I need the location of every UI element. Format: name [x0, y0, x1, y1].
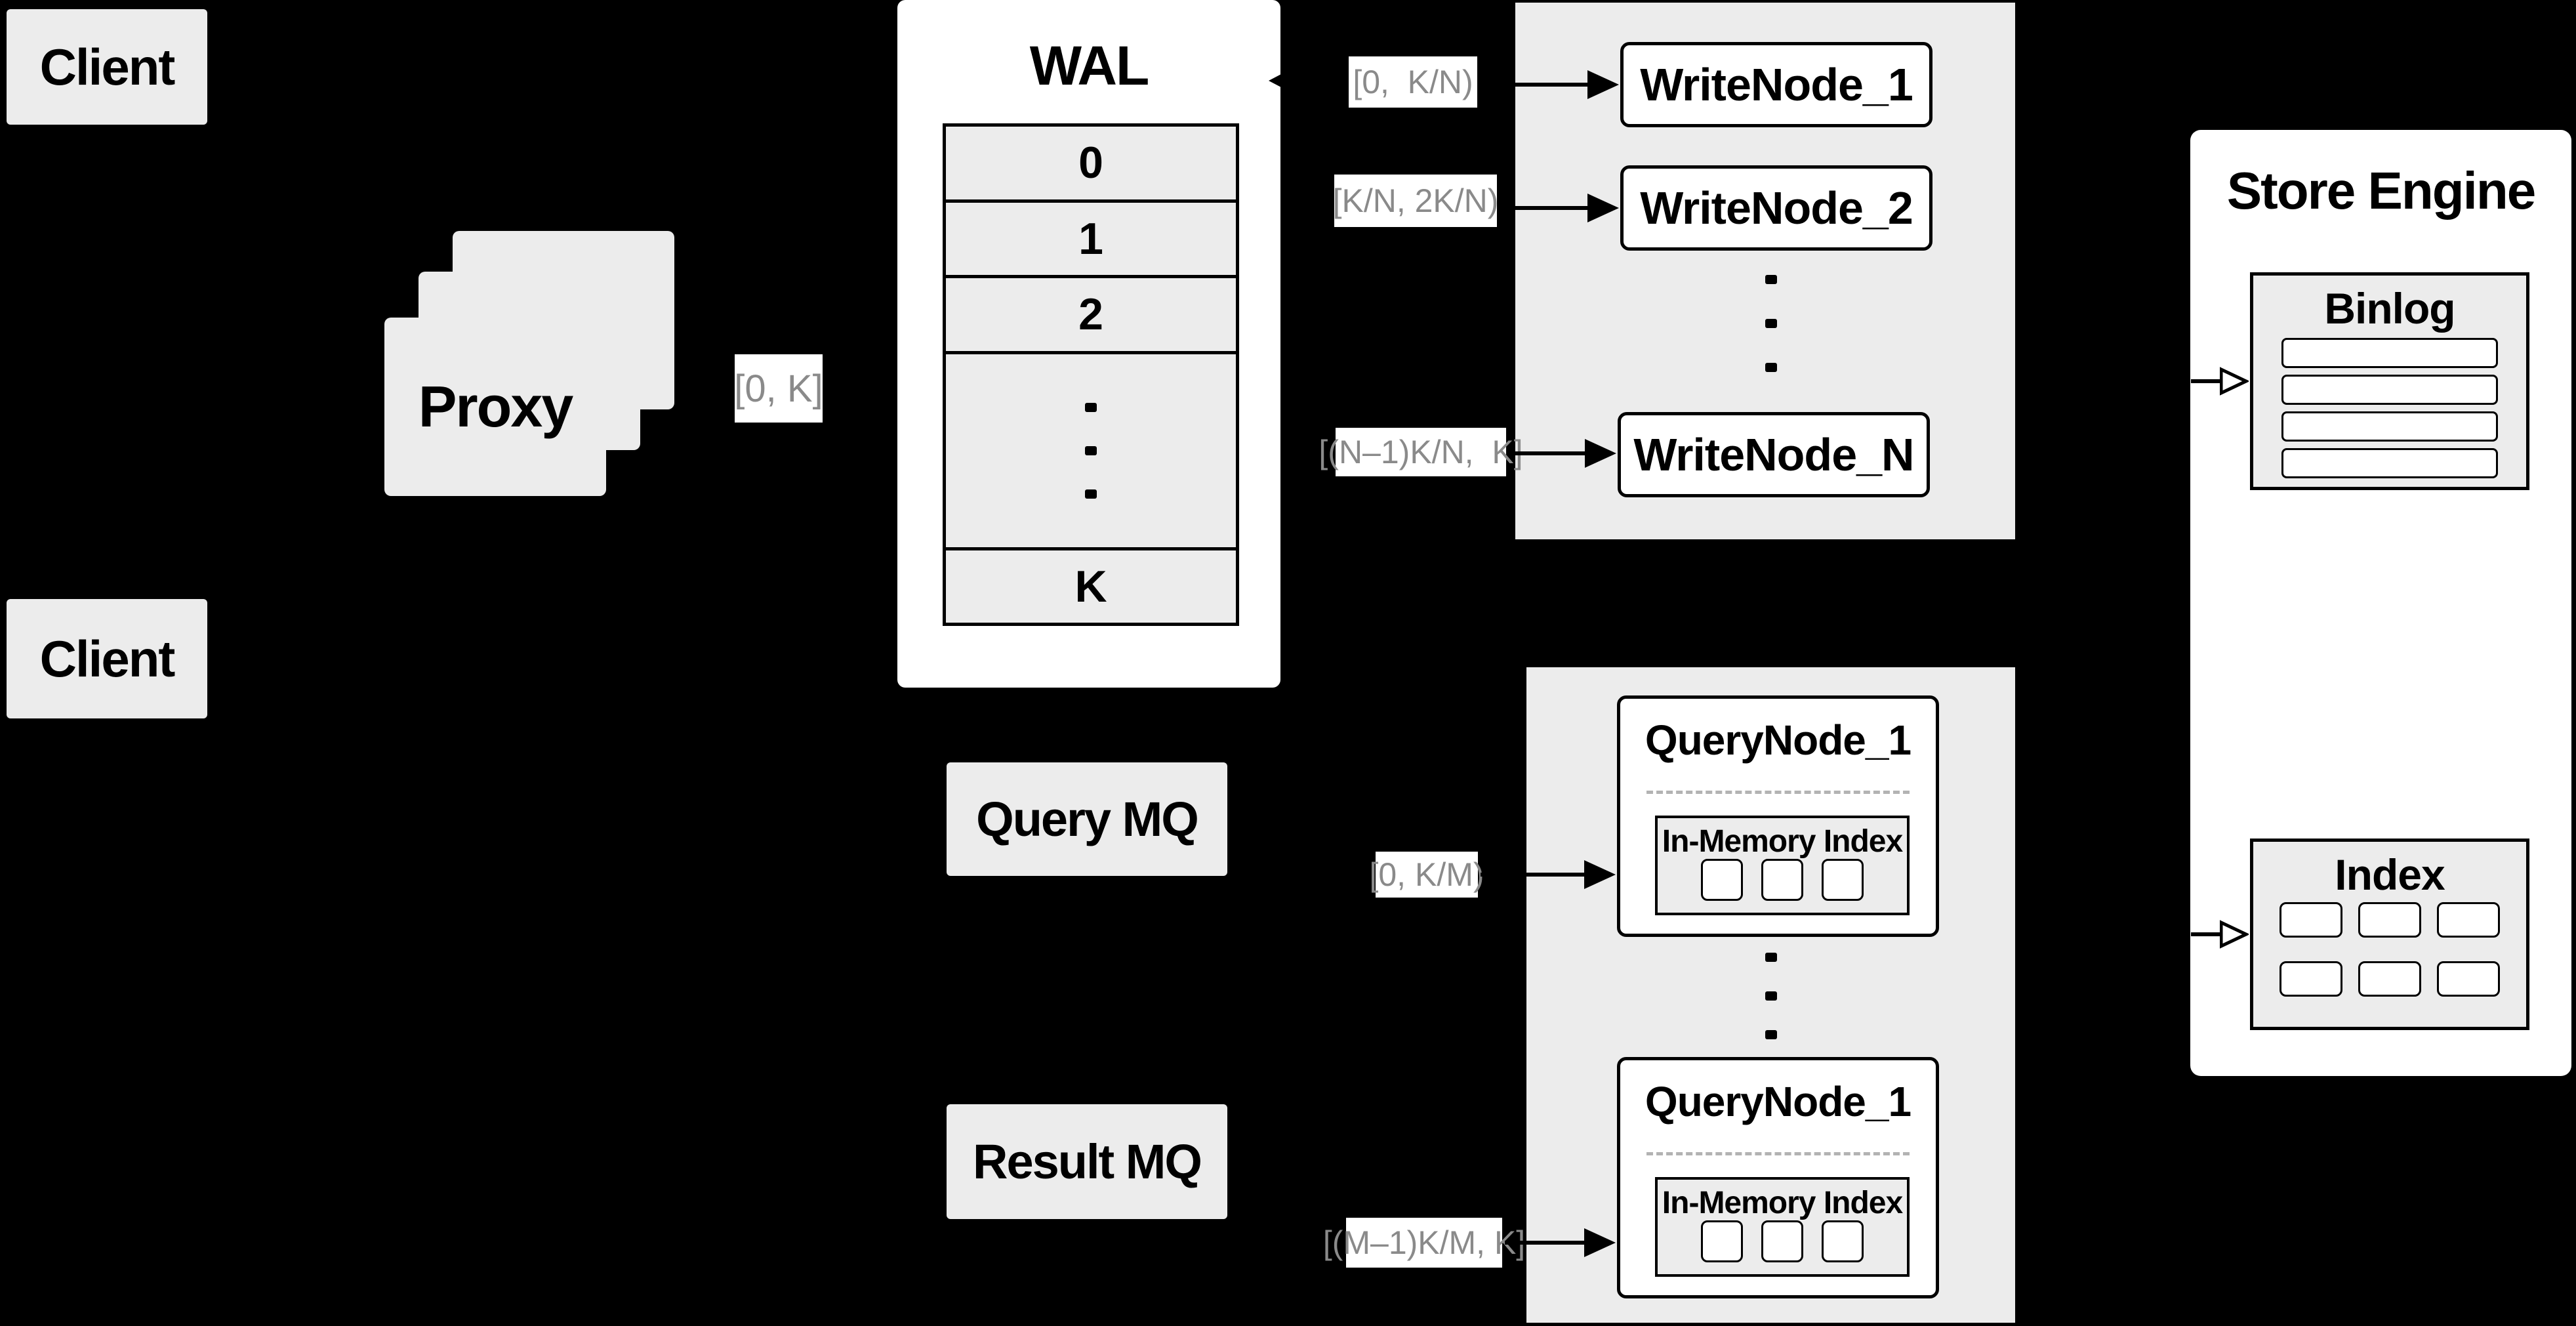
wal-segment-table: 0 1 2 K: [943, 123, 1239, 626]
arrowhead-query-node-2: [1584, 1228, 1616, 1257]
store-engine-title: Store Engine: [2226, 161, 2536, 220]
in-memory-index-box: In-Memory Index: [1655, 1177, 1910, 1277]
in-memory-segment: [1761, 1220, 1803, 1262]
open-arrowhead-binlog: [2220, 367, 2249, 396]
ellipsis-dot: [1085, 445, 1097, 455]
client-box-top: Client: [7, 9, 207, 125]
open-arrowhead-index: [2220, 920, 2249, 949]
ellipsis-dot: [1765, 319, 1777, 328]
wal-row-0: 0: [946, 127, 1236, 199]
index-cell: [2280, 961, 2342, 997]
arrow-to-write-node-2: [1500, 206, 1589, 210]
binlog-slat: [2281, 338, 2498, 368]
range-label-query-m: [(M–1)K/M, K]: [1323, 1218, 1525, 1268]
arrow-to-binlog: [2191, 379, 2222, 383]
in-memory-index-title: In-Memory Index: [1662, 824, 1903, 859]
ellipsis-dot: [1765, 991, 1777, 1001]
query-node-1-box: QueryNode_1 In-Memory Index: [1617, 695, 1939, 937]
arrowhead-write-node-n: [1585, 439, 1616, 468]
in-memory-index-box: In-Memory Index: [1655, 816, 1910, 915]
write-node-2-box: WriteNode_2: [1620, 165, 1932, 251]
write-node-n-box: WriteNode_N: [1618, 412, 1930, 497]
in-memory-segment: [1822, 1220, 1864, 1262]
result-mq-box: Result MQ: [947, 1104, 1227, 1219]
query-node-1-title: QueryNode_1: [1645, 716, 1912, 764]
store-engine-container: Store Engine Binlog Index: [2190, 130, 2571, 1076]
index-box: Index: [2250, 839, 2529, 1030]
dashed-separator: [1646, 1152, 1910, 1155]
binlog-title: Binlog: [2324, 284, 2455, 333]
wal-row-1: 1: [946, 202, 1236, 275]
range-label-0-k: [0, K]: [734, 354, 823, 423]
in-memory-segment-list: [1701, 1220, 1864, 1262]
range-label-write-2: [K/N, 2K/N): [1333, 175, 1498, 227]
ellipsis-dot: [1765, 275, 1777, 284]
wal-row-ellipsis: [946, 354, 1236, 547]
arrowhead-write-node-1: [1587, 70, 1619, 99]
index-cell: [2358, 902, 2421, 938]
binlog-slat-list: [2281, 338, 2498, 485]
arrow-to-write-node-n: [1509, 451, 1586, 455]
arrow-to-write-node-1: [1480, 83, 1589, 87]
query-mq-box: Query MQ: [947, 762, 1227, 876]
in-memory-index-title: In-Memory Index: [1662, 1186, 1903, 1220]
arrowhead-query-node-1: [1584, 860, 1616, 889]
wal-row-2: 2: [946, 278, 1236, 351]
arrow-to-query-node-1: [1481, 873, 1585, 877]
ellipsis-dot: [1765, 1030, 1777, 1039]
client-box-bottom: Client: [7, 599, 207, 718]
index-cell: [2437, 961, 2500, 997]
in-memory-segment: [1822, 859, 1864, 901]
query-node-2-title: QueryNode_1: [1645, 1078, 1912, 1125]
arrowhead-write-node-2: [1587, 194, 1619, 222]
proxy-box: Proxy: [384, 318, 606, 496]
wal-title: WAL: [1029, 35, 1150, 96]
in-memory-segment: [1761, 859, 1803, 901]
ellipsis-dot: [1765, 363, 1777, 372]
wal-container: WAL 0 1 2 K: [897, 0, 1280, 688]
ellipsis-dot: [1085, 489, 1097, 499]
write-nodes-ellipsis: [1765, 275, 1777, 372]
in-memory-segment: [1701, 1220, 1743, 1262]
ellipsis-dot: [1085, 402, 1097, 412]
index-cell: [2280, 902, 2342, 938]
binlog-slat: [2281, 411, 2498, 442]
range-label-write-n: [(N–1)K/N, K]: [1319, 428, 1523, 476]
in-memory-segment: [1701, 859, 1743, 901]
query-nodes-ellipsis: [1765, 953, 1777, 1039]
query-node-2-box: QueryNode_1 In-Memory Index: [1617, 1057, 1939, 1298]
range-label-write-1: [0, K/N): [1349, 56, 1477, 108]
arrow-to-query-node-2: [1505, 1241, 1585, 1245]
binlog-slat: [2281, 448, 2498, 478]
ellipsis-dot: [1765, 953, 1777, 962]
index-cell-grid: [2280, 902, 2500, 997]
write-node-1-box: WriteNode_1: [1620, 42, 1932, 127]
wal-row-k: K: [946, 550, 1236, 623]
arrow-to-index: [2191, 932, 2222, 936]
index-title: Index: [2335, 850, 2445, 899]
range-label-query-1: [0, K/M): [1369, 852, 1484, 898]
binlog-box: Binlog: [2250, 272, 2529, 490]
index-cell: [2437, 902, 2500, 938]
dashed-separator: [1646, 791, 1910, 794]
index-cell: [2358, 961, 2421, 997]
in-memory-segment-list: [1701, 859, 1864, 901]
wal-left-arrowhead: [1269, 67, 1295, 94]
binlog-slat: [2281, 375, 2498, 405]
